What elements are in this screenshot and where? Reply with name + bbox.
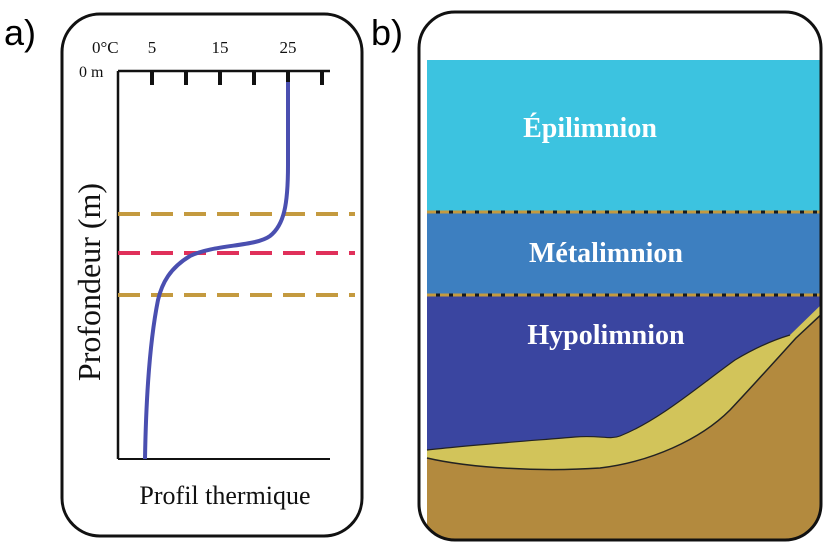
epilimnion-label: Épilimnion — [523, 113, 657, 144]
panel-a-frame — [60, 12, 364, 538]
tick-label-25: 25 — [280, 38, 297, 57]
tick-label-5: 5 — [148, 38, 157, 57]
panel-b-frame — [417, 10, 823, 542]
axis-unit-label: 0°C — [92, 38, 119, 57]
ground-layer — [427, 310, 821, 540]
epilimnion-layer — [427, 60, 821, 212]
hypolimnion-label: Hypolimnion — [527, 320, 685, 351]
y-axis-label: Profondeur (m) — [71, 183, 107, 381]
panel-a-caption: Profil thermique — [139, 481, 310, 510]
panel-a: 0°C 5 15 25 0 m Profondeur (m) Profil th… — [60, 12, 364, 538]
depth-zero-label: 0 m — [79, 64, 104, 81]
panel-a-label: a) — [4, 12, 37, 53]
panel-b-label: b) — [371, 12, 404, 53]
temperature-profile-curve — [143, 82, 290, 460]
sediment-outline — [426, 334, 791, 451]
metalimnion-layer — [427, 212, 821, 295]
metalimnion-label: Métalimnion — [529, 238, 683, 269]
ground-outline — [426, 309, 821, 471]
tick-label-15: 15 — [212, 38, 229, 57]
panel-b: Épilimnion Métalimnion Hypolimnion — [419, 12, 821, 540]
